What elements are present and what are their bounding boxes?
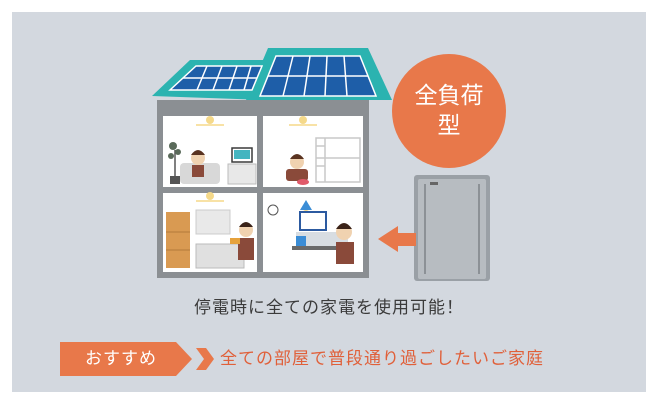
room-kitchen xyxy=(166,192,254,269)
plant-icon xyxy=(168,142,181,184)
solar-panel-left-icon xyxy=(168,65,264,91)
room-office xyxy=(267,200,354,264)
recommend-label: おすすめ xyxy=(85,349,157,369)
badge-line1: 全負荷 xyxy=(414,83,484,109)
recommend-tag-shape xyxy=(60,342,214,376)
badge-line2: 型 xyxy=(437,113,461,139)
battery-unit-icon xyxy=(414,175,490,281)
power-arrow-icon xyxy=(378,226,416,252)
caption: 停電時に全ての家電を使用可能！ xyxy=(194,298,464,318)
room-living xyxy=(168,116,257,185)
recommend-text: 全ての部屋で普段通り過ごしたいご家庭 xyxy=(220,349,544,369)
full-load-badge: 全負荷 型 xyxy=(392,54,506,168)
room-bedroom xyxy=(286,116,361,185)
recommend-tag: おすすめ xyxy=(60,342,210,376)
solar-panel-right-icon xyxy=(258,55,378,97)
bunk-bed-icon xyxy=(315,137,361,183)
